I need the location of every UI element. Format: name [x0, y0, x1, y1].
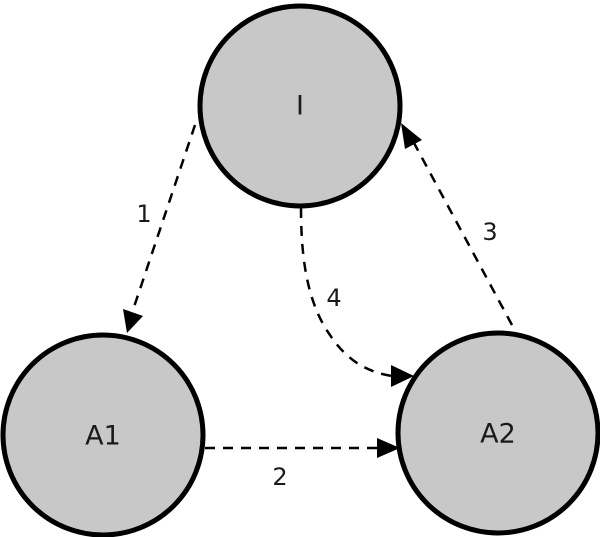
- node-i: I: [197, 3, 403, 209]
- edge-i-to-a1-label: 1: [136, 200, 151, 228]
- node-a2-label: A2: [480, 419, 516, 450]
- edge-a1-to-a2-label: 2: [272, 463, 287, 491]
- edge-a2-to-i-arrowhead: [401, 123, 422, 149]
- edge-a1-to-a2-arrowhead: [377, 438, 400, 458]
- edge-a2-to-i-label: 3: [482, 218, 497, 246]
- node-a1-circle: [0, 332, 206, 537]
- edge-i-to-a2: 4: [299, 207, 414, 387]
- node-i-circle: [197, 3, 403, 209]
- edge-i-to-a1: 1: [123, 124, 197, 333]
- edge-a2-to-i: 3: [401, 123, 514, 326]
- node-i-label: I: [296, 91, 304, 122]
- node-a1: A1: [0, 332, 206, 537]
- node-a2-circle: [395, 330, 600, 536]
- node-a1-label: A1: [85, 421, 121, 452]
- node-a2: A2: [395, 330, 600, 536]
- edge-i-to-a2-line: [299, 207, 393, 378]
- edge-i-to-a1-line: [131, 124, 197, 311]
- edge-a1-to-a2: 2: [205, 438, 400, 491]
- edge-i-to-a2-label: 4: [326, 284, 341, 312]
- edge-i-to-a1-arrowhead: [123, 309, 143, 333]
- edge-i-to-a2-arrowhead: [391, 365, 414, 387]
